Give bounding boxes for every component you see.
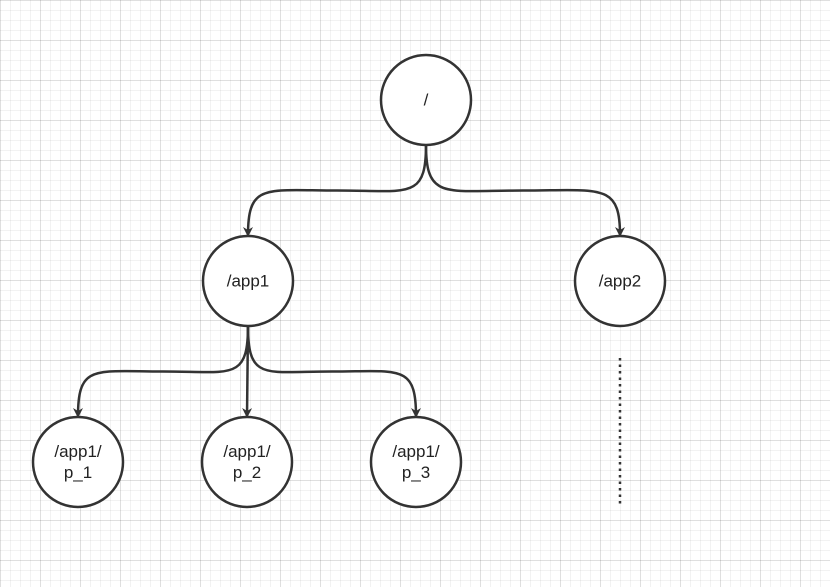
node-circle-p1: [31, 415, 125, 509]
node-circle-app2: [573, 234, 667, 328]
node-label-app2: /app2: [598, 271, 642, 291]
node-label-p2: /app1/ p_2: [223, 442, 271, 482]
node-label-p3: /app1/ p_3: [392, 442, 440, 482]
node-circle-root: [379, 53, 473, 147]
node-circle-p2: [200, 415, 294, 509]
node-label-root: /: [423, 90, 429, 110]
node-circle-p3: [369, 415, 463, 509]
node-label-p1: /app1/ p_1: [54, 442, 102, 482]
nodes-layer: [31, 53, 667, 509]
edge-app1-to-p3: [246, 325, 421, 418]
edge-root-to-app1: [243, 144, 428, 237]
edge-app1-to-p1: [73, 325, 250, 418]
edge-root-to-app2: [424, 144, 625, 237]
edges-layer: [73, 144, 625, 418]
node-circle-app1: [201, 234, 295, 328]
node-label-app1: /app1: [226, 271, 270, 291]
